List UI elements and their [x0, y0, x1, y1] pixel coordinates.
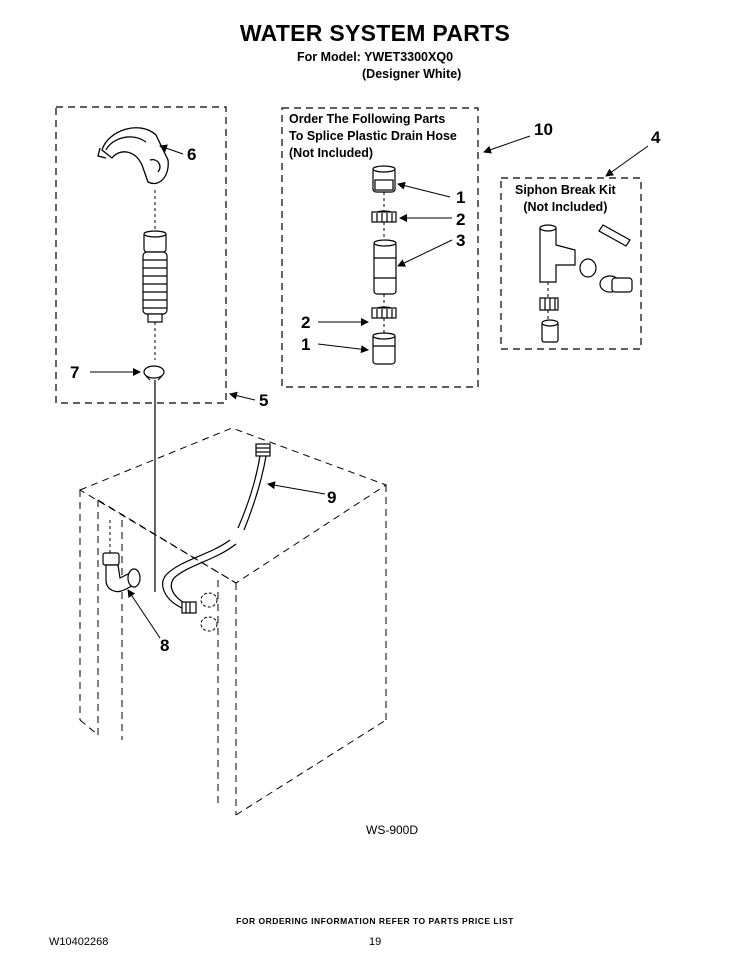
- callout-10: 10: [534, 120, 553, 139]
- drain-hose-part: [142, 230, 168, 323]
- drain-splice-label-line-2: To Splice Plastic Drain Hose: [289, 129, 457, 143]
- drain-splice-label-line-1: Order The Following Parts: [289, 112, 446, 126]
- drain-splice-label-line-3: (Not Included): [289, 146, 374, 160]
- drain-splice-label: Order The Following Parts To Splice Plas…: [289, 111, 457, 162]
- siphon-kit-label-line-2: (Not Included): [523, 200, 608, 214]
- clamp-part: [143, 365, 165, 381]
- siphon-kit-parts: [539, 224, 633, 343]
- callout-3: 3: [456, 231, 466, 250]
- leader-lines: [90, 135, 649, 639]
- group-box-5: [55, 106, 227, 404]
- callout-6: 6: [187, 145, 197, 164]
- callout-8: 8: [160, 636, 170, 655]
- drawing-code: WS-900D: [366, 823, 419, 837]
- model-line: For Model: YWET3300XQ0: [296, 50, 454, 64]
- callout-1-bottom: 1: [301, 335, 311, 354]
- group-box-10: [281, 107, 479, 388]
- callout-1-top: 1: [456, 188, 466, 207]
- page-number: 19: [369, 936, 382, 948]
- callout-9: 9: [327, 488, 337, 507]
- callout-5: 5: [259, 391, 269, 410]
- page-title: WATER SYSTEM PARTS: [239, 20, 511, 46]
- callout-7: 7: [70, 363, 80, 382]
- elbow-part: [102, 552, 141, 593]
- color-line: (Designer White): [362, 67, 462, 81]
- callout-4: 4: [651, 128, 661, 147]
- ordering-info: FOR ORDERING INFORMATION REFER TO PARTS …: [236, 916, 514, 926]
- callout-2-top: 2: [456, 210, 466, 229]
- document-number: W10402268: [49, 936, 109, 948]
- siphon-kit-label-line-1: Siphon Break Kit: [515, 183, 616, 197]
- inlet-hose-part: [162, 443, 271, 614]
- splice-parts: [371, 165, 397, 365]
- washer-cabinet: [78, 427, 388, 816]
- hose-guide-part: [97, 127, 169, 185]
- callout-2-bottom: 2: [301, 313, 311, 332]
- siphon-kit-label: Siphon Break Kit (Not Included): [515, 182, 616, 216]
